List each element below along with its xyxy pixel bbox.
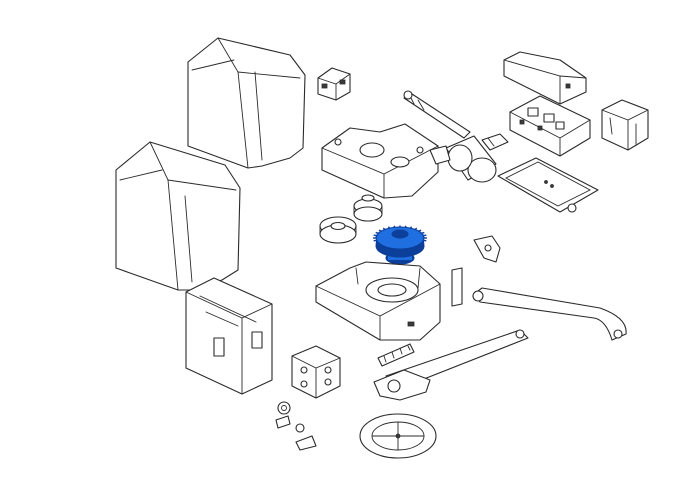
motor-cover-rear[interactable]	[187, 37, 306, 169]
gear-tooth	[378, 229, 383, 233]
limit-switch-connector[interactable]	[317, 67, 351, 101]
gear-tooth	[375, 231, 380, 235]
gearbox-housing-upper[interactable]	[321, 123, 439, 199]
connector-block[interactable]	[291, 345, 341, 399]
terminal-block[interactable]	[481, 133, 509, 151]
gear-tooth	[404, 225, 407, 229]
angle-bracket[interactable]	[473, 235, 501, 263]
gear-tooth	[375, 241, 380, 245]
gear-tooth	[393, 225, 396, 229]
control-board-cover[interactable]	[503, 51, 587, 105]
electronics-chassis[interactable]	[185, 277, 273, 395]
circular-base-plate[interactable]	[359, 413, 437, 459]
limit-stop-bar[interactable]	[451, 267, 463, 307]
gear-tooth	[409, 246, 413, 250]
rack-segment[interactable]	[377, 343, 415, 367]
gear-tooth	[378, 243, 383, 247]
electric-motor[interactable]	[429, 135, 497, 183]
gear-tooth	[382, 227, 387, 231]
gear-tooth	[413, 227, 418, 231]
fastener-set[interactable]	[275, 401, 317, 451]
gear-tooth	[413, 245, 418, 249]
intermediate-gear-small[interactable]	[353, 194, 383, 222]
gear-tooth	[420, 231, 425, 235]
gear-tooth	[382, 245, 387, 249]
base-mounting-plate[interactable]	[497, 157, 599, 213]
worm-shaft[interactable]	[403, 90, 471, 139]
motor-cover-front[interactable]	[115, 141, 241, 291]
transformer[interactable]	[601, 99, 649, 151]
gear-tooth	[387, 246, 391, 250]
control-board[interactable]	[509, 95, 591, 157]
drive-gear-highlighted[interactable]	[373, 225, 427, 265]
release-lever[interactable]	[373, 369, 431, 401]
gear-tooth	[404, 247, 407, 251]
gear-tooth	[417, 229, 422, 233]
gear-tooth	[417, 243, 422, 247]
intermediate-gear-large[interactable]	[319, 216, 357, 244]
gearbox-housing-lower[interactable]	[315, 261, 441, 341]
gear-tooth	[420, 241, 425, 245]
gear-tooth	[387, 226, 391, 230]
gear-tooth	[393, 247, 396, 251]
curved-arm[interactable]	[472, 287, 627, 341]
gear-tooth	[409, 226, 413, 230]
